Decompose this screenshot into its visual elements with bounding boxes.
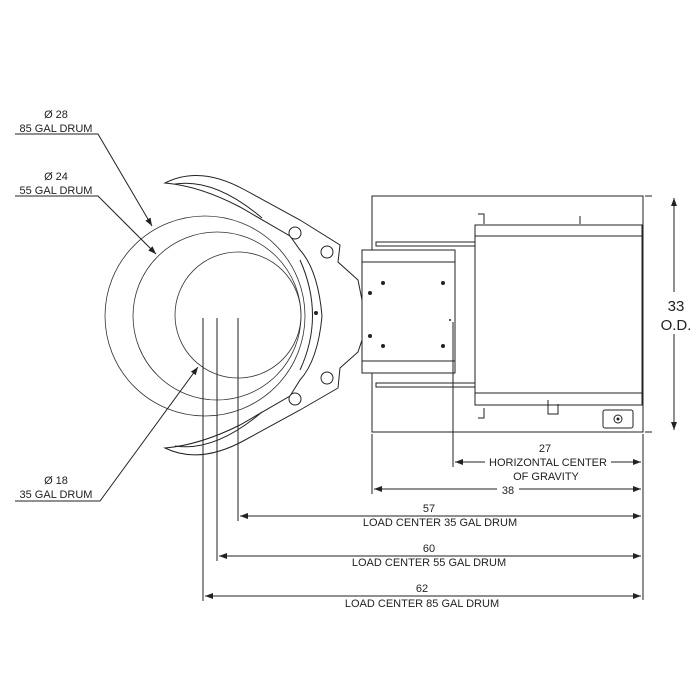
carriage-plate [361,249,456,374]
carriage-rails [375,241,476,388]
drum-55-callout: Ø 24 55 GAL DRUM [15,171,157,255]
load-center-55-dimension: 60 LOAD CENTER 55 GAL DRUM [219,543,641,569]
main-body [474,213,643,429]
drum-clamp [163,174,363,456]
drum-85-diameter: Ø 28 [44,109,68,121]
load-center-35-dimension: 57 LOAD CENTER 35 GAL DRUM [240,503,641,529]
overall-height-value: 33 [668,298,685,315]
drum-85-callout: Ø 28 85 GAL DRUM [15,109,153,227]
drum-85-label: 85 GAL DRUM [20,123,93,135]
drum-55-label: 55 GAL DRUM [20,185,93,197]
lc55-value: 60 [423,543,435,555]
lc35-label: LOAD CENTER 35 GAL DRUM [363,517,517,529]
lc35-value: 57 [423,503,435,515]
drum-35-label: 35 GAL DRUM [20,489,93,501]
load-center-85-dimension: 62 LOAD CENTER 85 GAL DRUM [205,583,641,610]
cog-label-line1: HORIZONTAL CENTER [489,457,607,469]
lc55-label: LOAD CENTER 55 GAL DRUM [352,557,506,569]
cog-label-line2: OF GRAVITY [513,471,579,483]
overall-height-dimension: 33 O.D. [645,195,692,433]
drum-55-diameter: Ø 24 [44,171,68,183]
cog-dimension: 27 HORIZONTAL CENTER OF GRAVITY [455,443,641,483]
length-dimension: 38 [374,483,641,497]
overall-height-label: O.D. [661,317,692,334]
cog-value: 27 [539,443,551,455]
drum-85-gal-outline [104,215,306,417]
extension-lines [202,318,644,601]
lc85-label: LOAD CENTER 85 GAL DRUM [345,598,499,610]
length-value: 38 [502,485,514,497]
lc85-value: 62 [416,583,428,595]
drum-35-diameter: Ø 18 [44,475,68,487]
drum-35-callout: Ø 18 35 GAL DRUM [15,366,199,502]
